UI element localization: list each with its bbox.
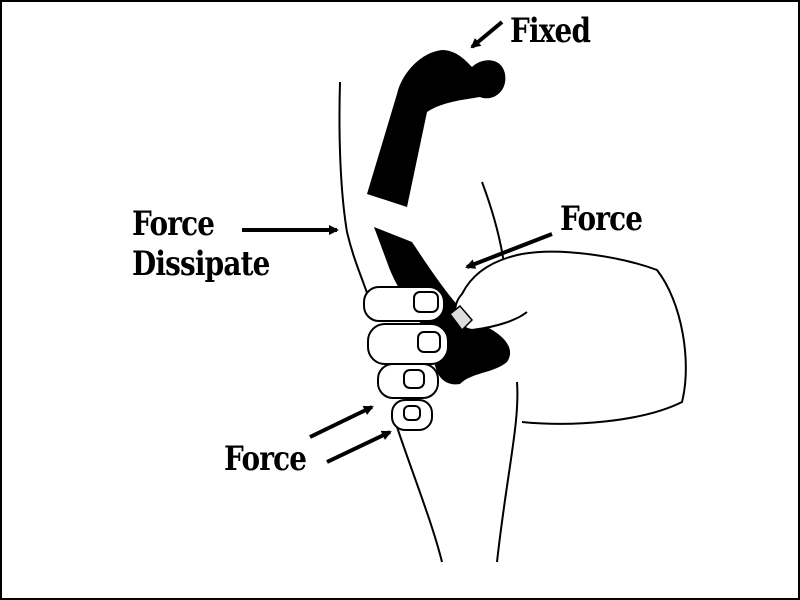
femur-proximal-fragment bbox=[367, 50, 506, 207]
label-fixed: Fixed bbox=[510, 11, 591, 51]
leg-outline-lower-left bbox=[396, 426, 443, 563]
leg-outline-lower-right bbox=[496, 381, 519, 563]
arrow-force-bottom-upper bbox=[309, 405, 374, 439]
arrow-fixed bbox=[470, 20, 504, 49]
fingers bbox=[363, 286, 449, 431]
thumbnail bbox=[448, 304, 474, 332]
leg-outline-left bbox=[338, 81, 371, 303]
label-force-bottom: Force bbox=[224, 439, 307, 479]
label-force-dissipate-line2: Dissipate bbox=[132, 244, 270, 284]
sleeve bbox=[521, 250, 687, 425]
label-force-dissipate-line1: Force bbox=[132, 204, 215, 244]
arrow-force-right bbox=[465, 232, 553, 269]
label-force-right: Force bbox=[560, 199, 643, 239]
arrow-force-bottom-lower bbox=[326, 430, 392, 464]
